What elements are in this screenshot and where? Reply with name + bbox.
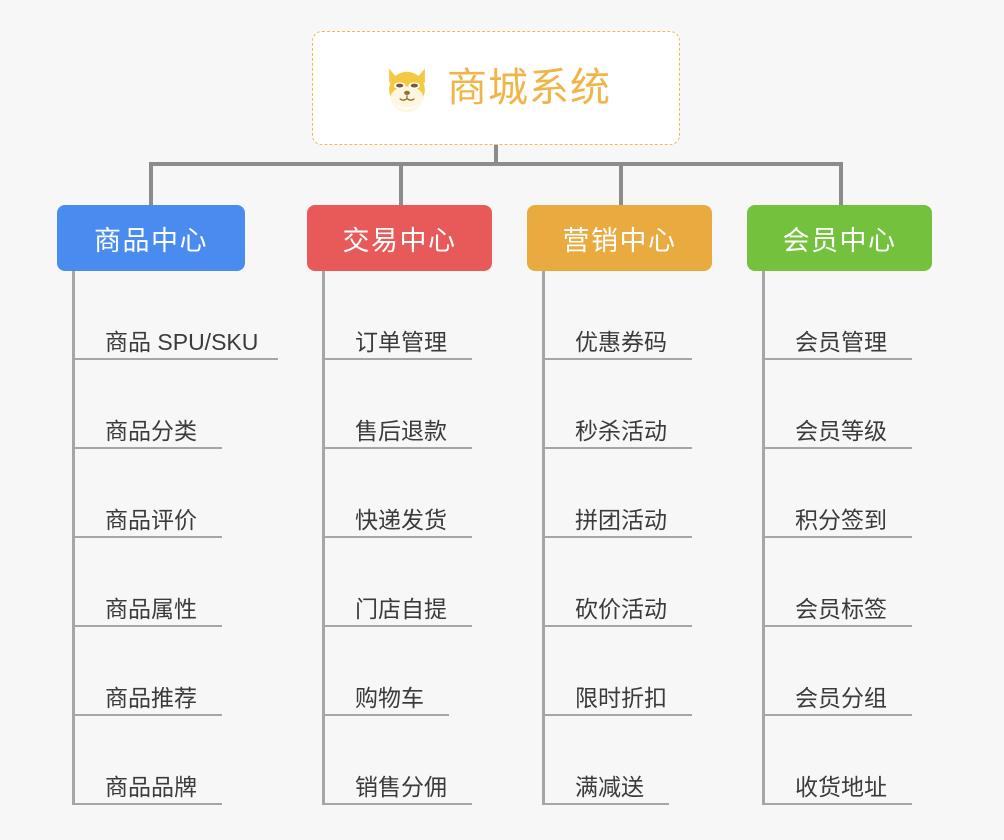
branch-spine-3 [542, 271, 545, 805]
branch-item-label: 积分签到 [795, 507, 887, 533]
branch-item[interactable]: 快递发货 [322, 449, 472, 538]
branch-item-label: 收货地址 [795, 774, 887, 800]
branch-item-label: 购物车 [355, 685, 424, 711]
connector-horizontal-bus [149, 162, 841, 166]
branch-spine-4 [762, 271, 765, 805]
branch-item-label: 商品评价 [105, 507, 197, 533]
branch-item-label: 满减送 [575, 774, 644, 800]
connector-drop-4 [839, 162, 843, 205]
branch-item[interactable]: 售后退款 [322, 360, 472, 449]
branch-item-label: 会员标签 [795, 596, 887, 622]
branch-spine-2 [322, 271, 325, 805]
category-column-1: 商品中心商品 SPU/SKU 商品分类商品评价商品属性商品推荐商品品牌 [57, 205, 278, 805]
category-column-2: 交易中心订单管理售后退款快递发货门店自提购物车销售分佣 [307, 205, 492, 805]
branch-item-label: 商品品牌 [105, 774, 197, 800]
connector-drop-1 [149, 162, 153, 205]
shiba-dog-face-icon [389, 68, 425, 113]
branch-item[interactable]: 秒杀活动 [542, 360, 692, 449]
branch-item-label: 订单管理 [355, 329, 447, 355]
branch-item-list-2: 订单管理售后退款快递发货门店自提购物车销售分佣 [322, 271, 472, 805]
branch-item-label: 秒杀活动 [575, 418, 667, 444]
root-title: 商城系统 [447, 66, 611, 110]
branch-item[interactable]: 门店自提 [322, 538, 472, 627]
branch-item[interactable]: 商品推荐 [72, 627, 258, 716]
branch-item-underline [762, 358, 912, 360]
branch-item-label: 售后退款 [355, 418, 447, 444]
branch-item-underline [72, 358, 278, 360]
branch-item-underline [542, 536, 692, 538]
branch-item-underline [322, 536, 472, 538]
branch-item-underline [762, 625, 912, 627]
branch-item-underline [72, 803, 222, 805]
connector-drop-3 [619, 162, 623, 205]
branch-item[interactable]: 满减送 [542, 716, 669, 805]
branch-item-label: 会员管理 [795, 329, 887, 355]
branch-item-label: 商品推荐 [105, 685, 197, 711]
branch-item-underline [322, 358, 472, 360]
branch-item[interactable]: 砍价活动 [542, 538, 692, 627]
branch-item-underline [542, 803, 669, 805]
branch-item[interactable]: 优惠券码 [542, 271, 692, 360]
branch-item-underline [322, 447, 472, 449]
branch-item[interactable]: 商品品牌 [72, 716, 258, 805]
branch-item-label: 会员等级 [795, 418, 887, 444]
root-node[interactable]: 商城系统 [312, 31, 680, 145]
branch-item-label: 快递发货 [355, 507, 447, 533]
branch-item-underline [72, 625, 222, 627]
branch-item[interactable]: 购物车 [322, 627, 449, 716]
branch-item-label: 商品 SPU/SKU [105, 329, 259, 355]
branch-item-underline [322, 714, 449, 716]
branch-item-underline [762, 803, 912, 805]
category-header-4[interactable]: 会员中心 [747, 205, 932, 271]
branch-item[interactable]: 限时折扣 [542, 627, 692, 716]
category-column-4: 会员中心会员管理会员等级积分签到会员标签会员分组收货地址 [747, 205, 932, 805]
branch-item-label: 限时折扣 [575, 685, 667, 711]
branch-item-underline [322, 625, 472, 627]
connector-drop-2 [399, 162, 403, 205]
branch-item[interactable]: 会员管理 [762, 271, 912, 360]
branch-item[interactable]: 商品 SPU/SKU [72, 271, 278, 360]
branch-item-label: 拼团活动 [575, 507, 667, 533]
branch-item-underline [322, 803, 472, 805]
branch-item[interactable]: 销售分佣 [322, 716, 472, 805]
branch-item-label: 会员分组 [795, 685, 887, 711]
branch-item-list-3: 优惠券码秒杀活动拼团活动砍价活动限时折扣满减送 [542, 271, 692, 805]
connector-root-stem [494, 145, 498, 164]
branch-item-underline [542, 625, 692, 627]
branch-item-underline [542, 358, 692, 360]
branch-item[interactable]: 拼团活动 [542, 449, 692, 538]
branch-spine-1 [72, 271, 75, 805]
branch-item-list-1: 商品 SPU/SKU 商品分类商品评价商品属性商品推荐商品品牌 [72, 271, 278, 805]
branch-item[interactable]: 会员等级 [762, 360, 912, 449]
branch-item-underline [762, 714, 912, 716]
branch-item[interactable]: 商品属性 [72, 538, 258, 627]
branch-item[interactable]: 会员分组 [762, 627, 912, 716]
branch-item[interactable]: 订单管理 [322, 271, 472, 360]
branch-item[interactable]: 商品分类 [72, 360, 258, 449]
branch-item-underline [762, 447, 912, 449]
category-header-1[interactable]: 商品中心 [57, 205, 245, 271]
branch-item[interactable]: 积分签到 [762, 449, 912, 538]
branch-item-underline [762, 536, 912, 538]
branch-item-label: 商品属性 [105, 596, 197, 622]
branch-item-underline [72, 536, 222, 538]
branch-item-list-4: 会员管理会员等级积分签到会员标签会员分组收货地址 [762, 271, 912, 805]
branch-item-label: 砍价活动 [575, 596, 667, 622]
branch-item-underline [542, 447, 692, 449]
branch-item-label: 销售分佣 [355, 774, 447, 800]
branch-item[interactable]: 收货地址 [762, 716, 912, 805]
category-column-3: 营销中心优惠券码秒杀活动拼团活动砍价活动限时折扣满减送 [527, 205, 712, 805]
branch-item-label: 门店自提 [355, 596, 447, 622]
branch-item[interactable]: 会员标签 [762, 538, 912, 627]
branch-item-underline [72, 447, 222, 449]
branch-item[interactable]: 商品评价 [72, 449, 258, 538]
category-header-2[interactable]: 交易中心 [307, 205, 492, 271]
category-header-3[interactable]: 营销中心 [527, 205, 712, 271]
branch-item-underline [542, 714, 692, 716]
branch-item-label: 商品分类 [105, 418, 197, 444]
branch-item-underline [72, 714, 222, 716]
branch-item-label: 优惠券码 [575, 329, 667, 355]
